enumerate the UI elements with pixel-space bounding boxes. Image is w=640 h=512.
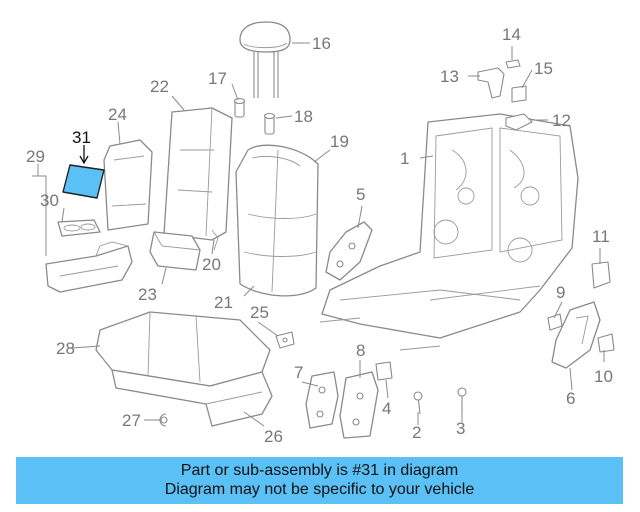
callout-15: 15 [534,59,553,78]
info-banner: Part or sub-assembly is #31 in diagram D… [16,457,623,504]
cushion-block-part-23 [149,231,201,271]
callout-14: 14 [502,25,521,44]
callout-6: 6 [566,389,575,408]
cover-part-8 [339,371,379,439]
bolt-part-2 [413,391,423,415]
bolt-part-3 [457,387,467,410]
headrest-part-16 [239,21,291,98]
callout-26: 26 [264,427,283,446]
cup-holder-part-30 [57,219,101,237]
callout-5: 5 [356,185,365,204]
callout-9: 9 [556,283,565,302]
headrest-guide-part-17 [233,97,246,118]
seatback-cover-part-19 [235,144,319,297]
seatback-pad-part-22 [163,107,233,241]
bracket-part-20 [211,229,219,251]
callout-19: 19 [330,132,349,151]
cap-part-10 [597,333,615,353]
callout-10: 10 [594,367,613,386]
seat-cushion-base-part-26 [111,369,273,427]
seat-frame-part-1 [319,113,579,351]
callout-28: 28 [56,339,75,358]
callout-4: 4 [382,399,391,418]
callout-20: 20 [202,255,221,274]
bracket-part-13 [477,67,505,99]
callout-22: 22 [150,77,169,96]
leader-lines [32,42,605,427]
callout-1: 1 [400,149,409,168]
callout-29: 29 [26,147,45,166]
callout-numbers: 1 2 3 4 5 6 7 8 9 10 11 12 13 14 15 16 1… [26,25,613,446]
callout-3: 3 [456,419,465,438]
armrest-tray-part-29 [45,241,133,293]
banner-part-line: Part or sub-assembly is #31 in diagram [180,462,459,479]
callout-25: 25 [250,303,269,322]
callout-2: 2 [412,423,421,442]
banner-disclaimer-line: Diagram may not be specific to your vehi… [164,481,475,498]
trim-cover-part-11 [591,261,611,289]
headrest-guide-part-18 [263,112,276,135]
seatback-panel-part-24 [103,139,153,231]
callout-11: 11 [592,227,610,246]
seat-exploded-diagram: 1 2 3 4 5 6 7 8 9 10 11 12 13 14 15 16 1… [26,21,615,446]
clip-part-27 [159,413,168,427]
callout-30: 30 [40,191,59,210]
callout-8: 8 [356,341,365,360]
side-shield-part-6 [551,301,601,369]
callout-31-highlighted: 31 [72,128,91,147]
callout-13: 13 [440,67,459,86]
cover-part-15 [511,85,527,103]
callout-7: 7 [294,363,303,382]
seat-cushion-pad-part-28 [95,311,271,387]
cover-part-7 [305,371,339,429]
callout-27: 27 [122,411,141,430]
callout-21: 21 [214,293,233,312]
callout-16: 16 [312,34,331,53]
callout-17: 17 [208,69,227,88]
side-bracket-part-5 [325,221,373,281]
callout-18: 18 [294,107,313,126]
clip-part-4 [375,361,393,381]
highlighted-pad-part-31 [62,164,105,199]
callout-24: 24 [108,105,127,124]
latch-part-12 [505,113,533,131]
hinge-part-14 [505,59,521,69]
bracket-part-25 [275,331,295,349]
callout-23: 23 [138,285,157,304]
callout-12: 12 [552,111,571,130]
